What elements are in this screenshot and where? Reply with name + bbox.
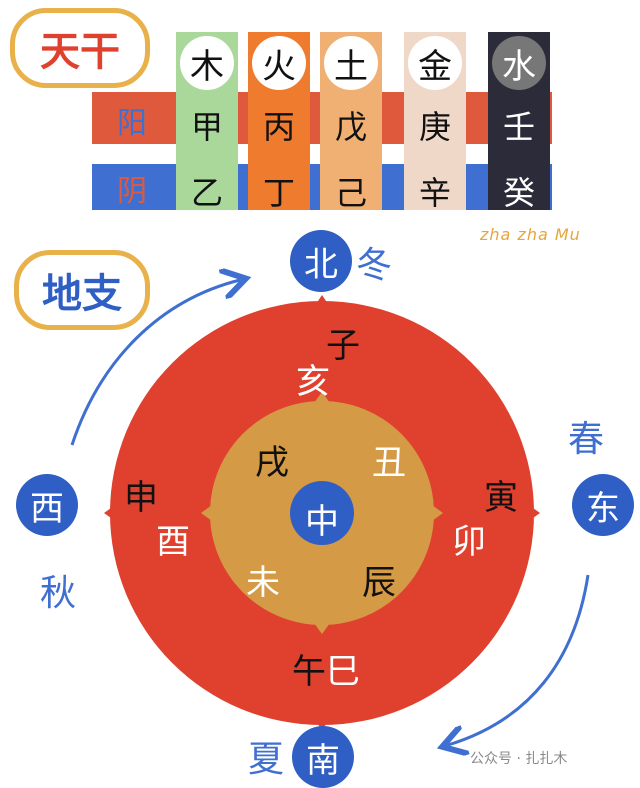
branch-hai: 亥 bbox=[296, 362, 330, 402]
branch-xu: 戌 bbox=[255, 443, 289, 483]
element-wood: 木 bbox=[180, 36, 234, 90]
branch-you: 酉 bbox=[156, 522, 190, 562]
inner-notch-top bbox=[314, 392, 330, 403]
direction-west: 西 bbox=[16, 474, 78, 536]
notch-top bbox=[312, 295, 332, 310]
branch-yin: 寅 bbox=[484, 478, 518, 518]
stem-yin-fire: 丁 bbox=[262, 174, 295, 212]
stem-yang-water: 壬 bbox=[502, 108, 535, 146]
season-winter: 冬 bbox=[356, 245, 393, 286]
branch-shen: 申 bbox=[124, 478, 158, 518]
element-fire: 火 bbox=[252, 36, 306, 90]
arrow-autumn-to-winter bbox=[70, 280, 240, 446]
season-spring: 春 bbox=[568, 419, 605, 460]
season-summer: 夏 bbox=[248, 739, 285, 780]
element-column-metal: 金 庚 辛 bbox=[404, 32, 466, 212]
element-earth: 土 bbox=[324, 36, 378, 90]
yang-row-label: 阳 bbox=[117, 106, 147, 141]
center-circle bbox=[290, 481, 354, 545]
branch-wu: 午 bbox=[292, 652, 326, 692]
branch-wei: 未 bbox=[246, 563, 280, 603]
element-metal: 金 bbox=[408, 36, 462, 90]
tiangan-title-badge: 天干 bbox=[10, 8, 150, 88]
arrow-spring-to-summer bbox=[448, 574, 590, 745]
element-water: 水 bbox=[492, 36, 546, 90]
dizhi-title-badge: 地支 bbox=[14, 250, 150, 330]
branch-mao: 卯 bbox=[452, 522, 486, 562]
center-label: 中 bbox=[305, 502, 339, 542]
inner-notch-bottom bbox=[314, 623, 330, 634]
branch-zi: 子 bbox=[326, 326, 360, 366]
notch-bottom bbox=[312, 716, 332, 730]
branch-chou: 丑 bbox=[372, 443, 406, 483]
inner-notch-right bbox=[432, 505, 443, 521]
wheel-graphics bbox=[70, 230, 590, 772]
direction-north: 北 bbox=[290, 230, 352, 292]
notch-right bbox=[526, 503, 540, 523]
stem-yang-fire: 丙 bbox=[262, 108, 295, 146]
element-column-water: 水 壬 癸 bbox=[488, 32, 550, 212]
inner-notch-left bbox=[201, 505, 212, 521]
watermark: 公众号 · 扎扎木 bbox=[470, 751, 568, 767]
direction-south: 南 bbox=[292, 726, 354, 788]
notch-left bbox=[104, 503, 118, 523]
element-column-fire: 火 丙 丁 bbox=[248, 32, 310, 212]
season-autumn: 秋 bbox=[40, 573, 77, 614]
element-column-wood: 木 甲 乙 bbox=[176, 32, 238, 212]
stem-yang-wood: 甲 bbox=[190, 108, 223, 146]
stem-yin-metal: 辛 bbox=[418, 174, 451, 212]
stem-yin-wood: 乙 bbox=[190, 174, 223, 212]
element-column-earth: 土 戊 己 bbox=[320, 32, 382, 212]
yin-row-label: 阴 bbox=[117, 174, 147, 209]
dizhi-title: 地支 bbox=[42, 270, 122, 317]
stem-yin-water: 癸 bbox=[502, 174, 535, 212]
direction-east: 东 bbox=[572, 474, 634, 536]
author-signature: zha zha Mu bbox=[480, 225, 581, 244]
stem-yang-earth: 戊 bbox=[334, 108, 367, 146]
tiangan-title: 天干 bbox=[40, 28, 120, 75]
branch-chen: 辰 bbox=[362, 563, 396, 603]
dizhi-wheel: 子 亥 申 酉 寅 卯 午 巳 戌 丑 未 辰 中 北 东 西 南 冬 春 秋 … bbox=[0, 230, 640, 788]
stem-yin-earth: 己 bbox=[334, 174, 367, 212]
branch-si: 巳 bbox=[326, 652, 360, 692]
stem-yang-metal: 庚 bbox=[418, 108, 451, 146]
